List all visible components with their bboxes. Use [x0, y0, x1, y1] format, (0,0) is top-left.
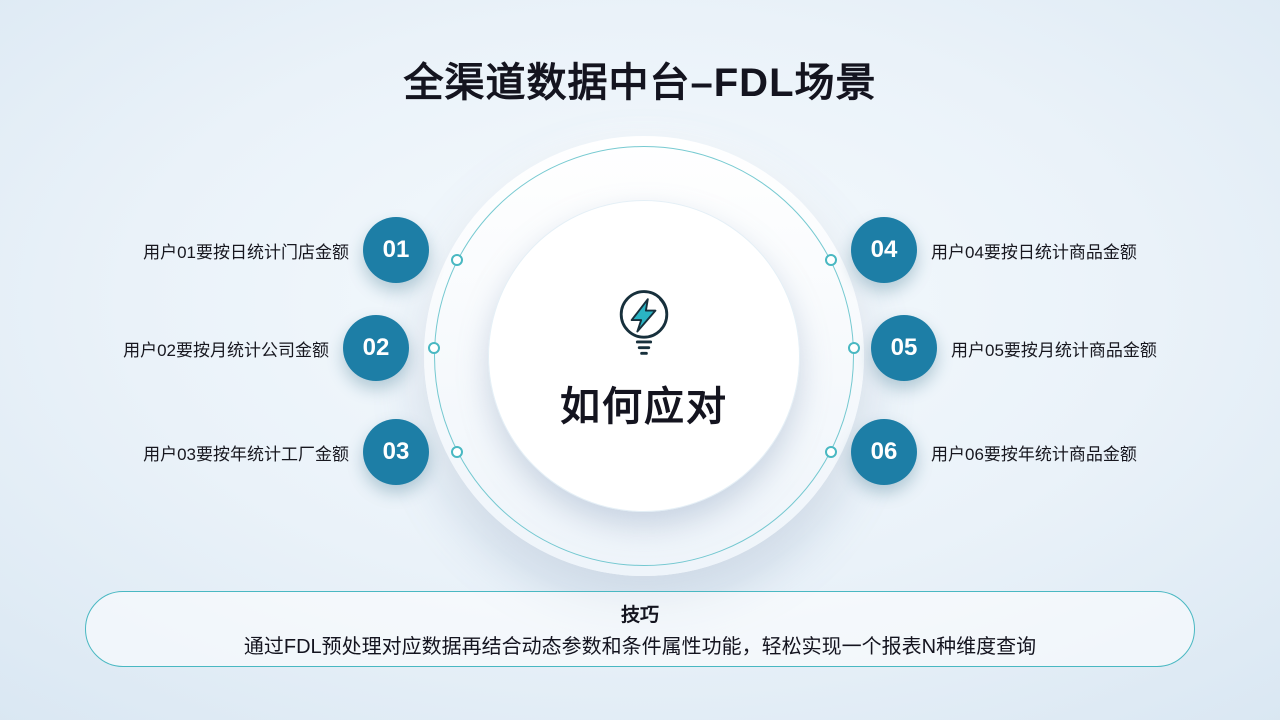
- lightbulb-bolt-icon: [606, 280, 682, 364]
- teal-ring: [434, 146, 854, 566]
- number-badge: 02: [343, 315, 409, 381]
- number-badge: 05: [871, 315, 937, 381]
- scenario-label: 用户04要按日统计商品金额: [931, 242, 1137, 262]
- connector-dot: [825, 446, 837, 458]
- scenario-label: 用户02要按月统计公司金额: [123, 340, 329, 360]
- tip-box: 技巧 通过FDL预处理对应数据再结合动态参数和条件属性功能，轻松实现一个报表N种…: [85, 591, 1195, 667]
- connector-dot: [451, 254, 463, 266]
- connector-dot: [451, 446, 463, 458]
- number-badge: 03: [363, 419, 429, 485]
- scenario-item-05: 05 用户05要按月统计商品金额: [871, 315, 1157, 381]
- scenario-item-02: 用户02要按月统计公司金额 02: [123, 315, 409, 381]
- scenario-item-01: 用户01要按日统计门店金额 01: [143, 217, 429, 283]
- number-badge: 06: [851, 419, 917, 485]
- scenario-label: 用户01要按日统计门店金额: [143, 242, 349, 262]
- center-question: 如何应对: [560, 385, 728, 429]
- scenario-item-06: 06 用户06要按年统计商品金额: [851, 419, 1137, 485]
- number-badge: 04: [851, 217, 917, 283]
- page-title: 全渠道数据中台–FDL场景: [403, 61, 877, 105]
- tip-body: 通过FDL预处理对应数据再结合动态参数和条件属性功能，轻松实现一个报表N种维度查…: [243, 635, 1037, 658]
- scenario-label: 用户05要按月统计商品金额: [951, 340, 1157, 360]
- tip-heading: 技巧: [620, 604, 659, 626]
- connector-dot: [428, 342, 440, 354]
- scenario-item-04: 04 用户04要按日统计商品金额: [851, 217, 1137, 283]
- center-circle: 如何应对: [488, 200, 800, 512]
- connector-dot: [825, 254, 837, 266]
- scenario-label: 用户06要按年统计商品金额: [931, 444, 1137, 464]
- scenario-label: 用户03要按年统计工厂金额: [143, 444, 349, 464]
- connector-dot: [848, 342, 860, 354]
- number-badge: 01: [363, 217, 429, 283]
- scenario-item-03: 用户03要按年统计工厂金额 03: [143, 419, 429, 485]
